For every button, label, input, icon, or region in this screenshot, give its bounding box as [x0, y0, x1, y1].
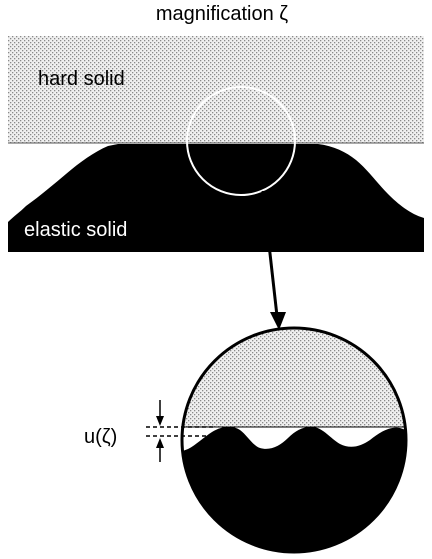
gap-label: u(ζ)	[84, 426, 117, 448]
elastic-solid-label: elastic solid	[24, 219, 127, 241]
gap-upper-arrowhead	[156, 416, 164, 426]
hard-solid-label: hard solid	[38, 68, 125, 90]
gap-lower-arrowhead	[156, 438, 164, 448]
magnification-arrow-shaft	[261, 190, 279, 317]
magnified-elastic-solid	[182, 426, 406, 552]
diagram-title: magnification ζ	[156, 3, 288, 25]
hard-solid-block	[8, 36, 424, 143]
magnification-arrowhead	[270, 312, 286, 330]
magnified-hard-solid	[182, 328, 406, 427]
magnified-circle-outline	[180, 326, 408, 554]
elastic-solid-block	[8, 144, 424, 252]
magnifier-circle	[186, 86, 296, 196]
